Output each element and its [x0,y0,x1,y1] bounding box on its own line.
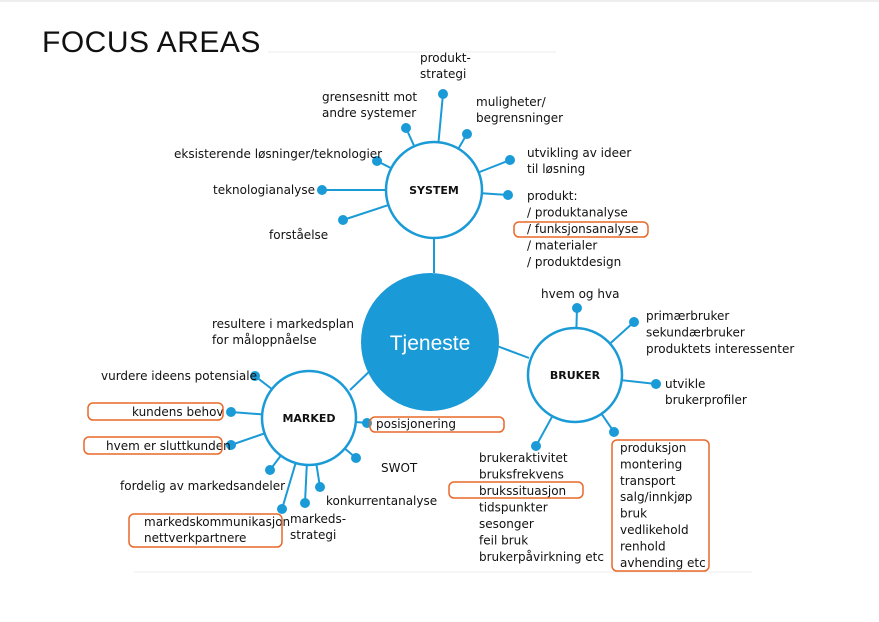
hubs [260,140,624,467]
label-eksisterende: eksisterende løsninger/teknologier [174,147,382,161]
spoke-dot [351,453,361,463]
label-konkurrentanalyse: konkurrentanalyse [326,494,437,508]
center-label: Tjeneste [390,332,471,355]
highlight-kundens-behov [87,402,224,421]
spoke-dot [438,89,448,99]
highlight-boxes [83,221,710,572]
marked-hub [260,369,358,467]
label-produktstrategi: produkt-strategi [420,51,471,81]
highlight-brukssituasjon [448,481,584,499]
spoke-dot [531,441,541,451]
spoke-dot [250,371,260,381]
label-hvem-og-hva: hvem og hva [541,287,619,301]
spoke-dot [503,190,513,200]
label-markedsstrategi: markeds-strategi [290,512,346,542]
spoke-dot [265,465,275,475]
spoke-dot [572,303,582,313]
system-hub-label: SYSTEM [409,184,459,197]
bruker-hub [526,326,624,424]
spoke-line [621,379,657,385]
spoke-dot [372,156,382,166]
top-divider [0,0,879,2]
spoke-line [609,321,635,345]
label-muligheter: muligheter/begrensninger [476,95,563,125]
spoke-line [437,93,444,143]
spoke-line [535,415,554,447]
spoke-dot [609,427,619,437]
spoke-line [230,411,263,416]
label-hvem-er-sluttkunden: hvem er sluttkunden [106,439,231,453]
center-node [361,273,499,411]
label-swot: SWOT [381,461,418,475]
system-hub [384,140,484,240]
connector-bruker [496,345,530,359]
labels: Tjeneste SYSTEM BRUKER MARKED produkt-strate… [101,51,794,570]
spoke-dot [651,379,661,389]
label-kundens-behov: kundens behov [132,405,224,419]
spoke-dot [505,155,515,165]
page-title: FOCUS AREAS [42,26,261,59]
spoke-dot [317,185,327,195]
bruker-hub-label: BRUKER [550,369,601,382]
highlight-markedskommunikasjon [128,513,283,548]
marked-hub-label: MARKED [282,412,335,425]
spoke-line [281,462,297,510]
spoke-dot [226,407,236,417]
label-forstaelse: forståelse [269,228,328,242]
highlight-posisjonering [369,416,505,433]
spoke-dot [300,498,310,508]
spoke-line [304,464,308,504]
spoke-line [478,159,511,174]
highlight-produksjon [611,439,710,572]
label-produkt: produkt:/ produktanalyse/ funksjonsanaly… [527,189,638,269]
highlight-funksjonsanalyse [513,221,649,238]
spoke-dot [629,317,639,327]
spokes [226,89,661,514]
spoke-line [342,204,389,221]
label-posisjonering: posisjonering [376,417,456,431]
label-vurdere: vurdere ideens potensiale [101,369,257,383]
label-fordelig: fordelig av markedsandeler [120,479,285,493]
spoke-line [230,432,265,446]
spoke-dot [401,123,411,133]
spoke-dot [226,440,236,450]
label-teknologianalyse: teknologianalyse [213,183,315,197]
spoke-dot [315,482,325,492]
spoke-dot [277,504,287,514]
spoke-dot [338,215,348,225]
spoke-dot [462,129,472,139]
highlight-hvem-er-sluttkunden [83,436,223,455]
